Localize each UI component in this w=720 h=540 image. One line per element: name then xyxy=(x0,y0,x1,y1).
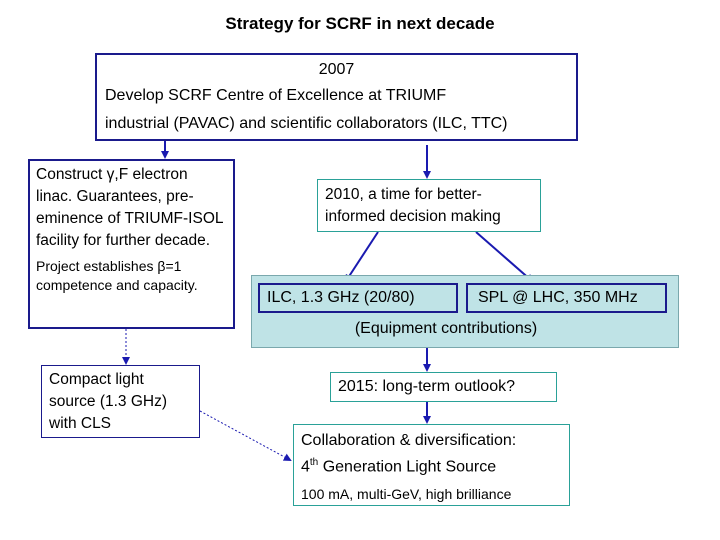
arrow-2010-to-ilc xyxy=(344,231,379,283)
option-ilc: ILC, 1.3 GHz (20/80) xyxy=(258,283,458,313)
box-2010: 2010, a time for better-informed decisio… xyxy=(317,179,541,232)
equipment-panel: ILC, 1.3 GHz (20/80) SPL @ LHC, 350 MHz … xyxy=(251,275,679,348)
equipment-footer: (Equipment contributions) xyxy=(354,320,538,337)
option-ilc-label: ILC, 1.3 GHz (20/80) xyxy=(267,289,415,306)
box-construct-linac: Construct γ,F electron linac. Guarantees… xyxy=(28,159,235,329)
collab-line2-sup: th xyxy=(309,457,319,468)
option-spl-label: SPL @ LHC, 350 MHz xyxy=(478,289,638,306)
box-2010-text: 2010, a time for better-informed decisio… xyxy=(325,186,501,225)
box-2007: 2007 Develop SCRF Centre of Excellence a… xyxy=(95,53,578,141)
collab-line2: 4th Generation Light Source xyxy=(301,452,562,478)
collab-line2-prefix: 4 xyxy=(301,458,310,476)
collab-line2-rest: Generation Light Source xyxy=(318,458,497,476)
box-collaboration: Collaboration & diversification: 4th Gen… xyxy=(293,424,570,506)
dotted-compact-to-collab xyxy=(199,410,292,461)
collab-line3: 100 mA, multi-GeV, high brilliance xyxy=(301,486,512,503)
box-2015-text: 2015: long-term outlook? xyxy=(338,378,515,395)
box-compact-light-source: Compact light source (1.3 GHz) with CLS xyxy=(41,365,200,438)
box-2007-year: 2007 xyxy=(318,61,355,78)
construct-sub-text: Project establishes β=1 competence and c… xyxy=(36,258,198,293)
box-2015: 2015: long-term outlook? xyxy=(330,372,557,402)
box-2007-line1: Develop SCRF Centre of Excellence at TRI… xyxy=(105,87,447,104)
box-2007-line2: industrial (PAVAC) and scientific collab… xyxy=(105,115,508,132)
option-spl: SPL @ LHC, 350 MHz xyxy=(466,283,667,313)
page-title: Strategy for SCRF in next decade xyxy=(225,14,495,33)
arrow-2010-to-spl xyxy=(475,231,534,283)
compact-light-source-text: Compact light source (1.3 GHz) with CLS xyxy=(49,371,168,432)
collab-line1: Collaboration & diversification: xyxy=(301,432,517,449)
construct-main-text: Construct γ,F electron linac. Guarantees… xyxy=(36,166,223,249)
